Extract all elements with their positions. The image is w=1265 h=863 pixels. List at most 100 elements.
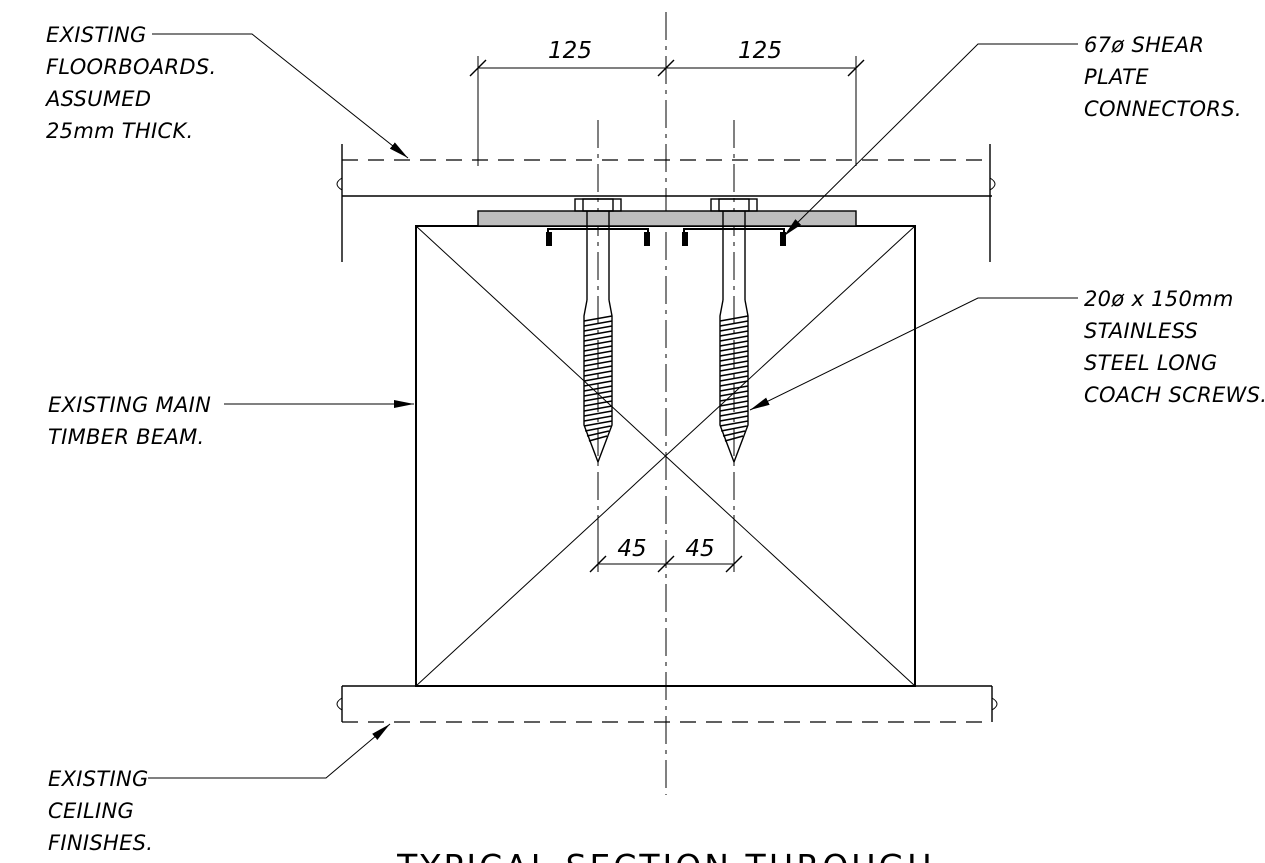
shear-plate-connectors (546, 228, 786, 246)
screw-thread (583, 410, 613, 417)
screw-left-head (582, 198, 614, 212)
label-shear-plate-line-3: CONNECTORS. (1084, 97, 1242, 121)
screw-thread (719, 405, 749, 412)
dimension-bottom: 45 45 (589, 515, 743, 573)
leader-coach-screws (749, 297, 1078, 411)
screw-thread (724, 435, 744, 442)
ceiling-break-mark-right (991, 697, 998, 711)
screw-thread (583, 405, 613, 412)
connector-right-lip-a (682, 232, 688, 246)
screw-thread (719, 415, 749, 422)
screw-thread (583, 345, 613, 352)
dim-tick (469, 59, 487, 77)
screw-thread (588, 435, 608, 442)
break-mark-left (336, 177, 343, 191)
label-floorboards-line-1: EXISTING (46, 23, 147, 47)
connector-left-lip-a (546, 232, 552, 246)
screw-thread (583, 325, 613, 332)
screw-thread (719, 335, 749, 342)
screw-thread (583, 370, 613, 377)
label-ceiling-line-1: EXISTING (48, 767, 149, 791)
screw-thread (719, 360, 749, 367)
drawing-title: TYPICAL SECTION THROUGH (396, 847, 935, 863)
label-ceiling-line-3: FINISHES. (48, 831, 153, 855)
dim-top-left: 125 (548, 38, 592, 64)
dim-bottom-right: 45 (685, 536, 714, 562)
label-shear-plate: 67ø SHEAR PLATE CONNECTORS. (1084, 33, 1242, 121)
screw-thread (583, 385, 613, 392)
screw-thread (583, 355, 613, 362)
screw-thread (719, 370, 749, 377)
screw-thread (719, 395, 749, 402)
label-shear-plate-line-1: 67ø SHEAR (1084, 33, 1204, 57)
dim-tick (725, 555, 743, 573)
screw-thread (719, 350, 749, 357)
label-shear-plate-line-2: PLATE (1084, 65, 1149, 89)
label-floorboards-line-3: ASSUMED (44, 87, 151, 111)
steel-plate (477, 210, 857, 227)
dim-tick (657, 555, 675, 573)
leader-shear-plate (783, 43, 1078, 237)
leaders (148, 33, 1078, 779)
screw-thread (583, 420, 613, 427)
screw-thread (719, 400, 749, 407)
dim-top-right: 125 (738, 38, 782, 64)
break-mark-right (989, 177, 996, 191)
screw-thread (719, 320, 749, 327)
screw-thread (586, 430, 610, 437)
screw-thread (719, 420, 749, 427)
label-main-beam-line-2: TIMBER BEAM. (48, 425, 205, 449)
screw-right-head (718, 198, 750, 212)
dim-bottom-left: 45 (617, 536, 646, 562)
label-main-beam-line-1: EXISTING MAIN (48, 393, 211, 417)
screw-thread (583, 340, 613, 347)
screw-thread (719, 345, 749, 352)
screw-thread (719, 385, 749, 392)
label-coach-screws-line-1: 20ø x 150mm (1084, 287, 1234, 311)
connector-right-lip-b (780, 232, 786, 246)
ceiling-break-mark-left (336, 697, 343, 711)
screw-thread (719, 365, 749, 372)
connector-left-lip-b (644, 232, 650, 246)
label-floorboards: EXISTING FLOORBOARDS. ASSUMED 25mm THICK… (44, 23, 216, 143)
screw-thread (583, 390, 613, 397)
screw-thread (583, 365, 613, 372)
screw-thread (719, 390, 749, 397)
screw-thread (583, 400, 613, 407)
dimension-top: 125 125 (469, 38, 865, 166)
screw-thread (583, 380, 613, 387)
label-floorboards-line-2: FLOORBOARDS. (46, 55, 216, 79)
screw-thread (719, 375, 749, 382)
label-coach-screws: 20ø x 150mm STAINLESS STEEL LONG COACH S… (1084, 287, 1265, 407)
plate-body (477, 210, 857, 227)
ceiling-finishes (336, 685, 998, 723)
floorboards (336, 144, 996, 262)
screw-thread (719, 410, 749, 417)
screw-thread (583, 320, 613, 327)
screw-thread (720, 425, 748, 432)
dim-tick (657, 59, 675, 77)
screw-thread (583, 350, 613, 357)
label-coach-screws-line-2: STAINLESS (1084, 319, 1198, 343)
screw-thread (719, 380, 749, 387)
screw-thread (583, 330, 613, 337)
dim-tick (847, 59, 865, 77)
screw-thread (584, 425, 612, 432)
screw-thread (719, 315, 749, 322)
screw-thread (583, 315, 613, 322)
dim-tick (589, 555, 607, 573)
screw-thread (719, 325, 749, 332)
label-main-beam: EXISTING MAIN TIMBER BEAM. (48, 393, 211, 449)
leader-ceiling (148, 723, 391, 779)
screw-thread (583, 395, 613, 402)
coach-screw-left (574, 198, 622, 464)
screw-thread (583, 375, 613, 382)
screw-left-threads (583, 315, 613, 442)
label-ceiling: EXISTING CEILING FINISHES. (48, 767, 153, 855)
screw-thread (719, 355, 749, 362)
label-coach-screws-line-4: COACH SCREWS. (1084, 383, 1265, 407)
screw-right-threads (719, 315, 749, 442)
screw-thread (583, 360, 613, 367)
leader-floorboards (152, 33, 409, 159)
label-floorboards-line-4: 25mm THICK. (46, 119, 194, 143)
